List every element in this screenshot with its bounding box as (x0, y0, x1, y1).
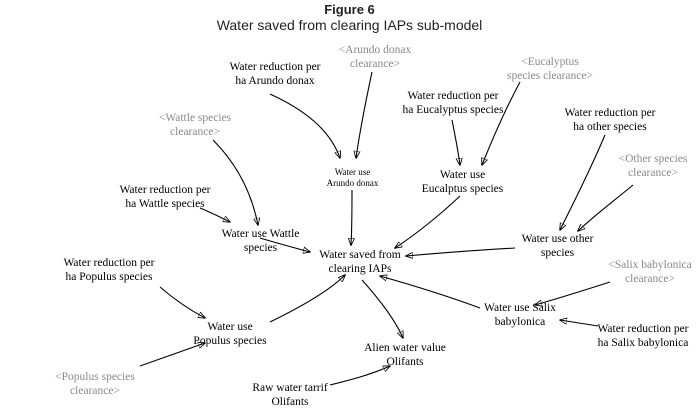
arrow-other-reduction-to-water-use (560, 134, 606, 230)
arrow-raw-tariff-to-alien-value (329, 366, 390, 386)
arrow-eucalyptus-reduction-to-water-use (451, 119, 460, 165)
figure-label: Figure 6 (324, 2, 375, 17)
arrow-other-use-to-water-saved (406, 247, 516, 256)
arrow-populus-use-to-water-saved (269, 275, 345, 323)
arrow-water-saved-to-alien-value (361, 279, 403, 338)
arrow-eucalyptus-use-to-water-saved (395, 195, 461, 248)
arrow-arundo-clearance-to-water-use (356, 71, 373, 158)
arrow-salix-clearance-to-water-use (535, 281, 611, 305)
arrow-salix-use-to-water-saved (380, 276, 481, 309)
figure-title: Water saved from clearing IAPs sub-model (216, 17, 483, 33)
arrow-populus-clearance-to-water-use (139, 343, 205, 367)
arrow-eucalyptus-clearance-to-water-use (482, 81, 521, 165)
arrow-salix-reduction-to-water-use (560, 320, 599, 327)
arrow-arundo-use-to-water-saved (351, 189, 352, 245)
arrow-populus-reduction-to-water-use (159, 286, 205, 318)
arrow-arundo-reduction-to-water-use (269, 93, 340, 158)
arrow-wattle-use-to-water-saved (259, 237, 310, 252)
arrow-wattle-clearance-to-water-use (212, 139, 258, 225)
arrow-wattle-reduction-to-water-use (199, 207, 230, 222)
arrow-other-clearance-to-water-use (578, 184, 634, 231)
